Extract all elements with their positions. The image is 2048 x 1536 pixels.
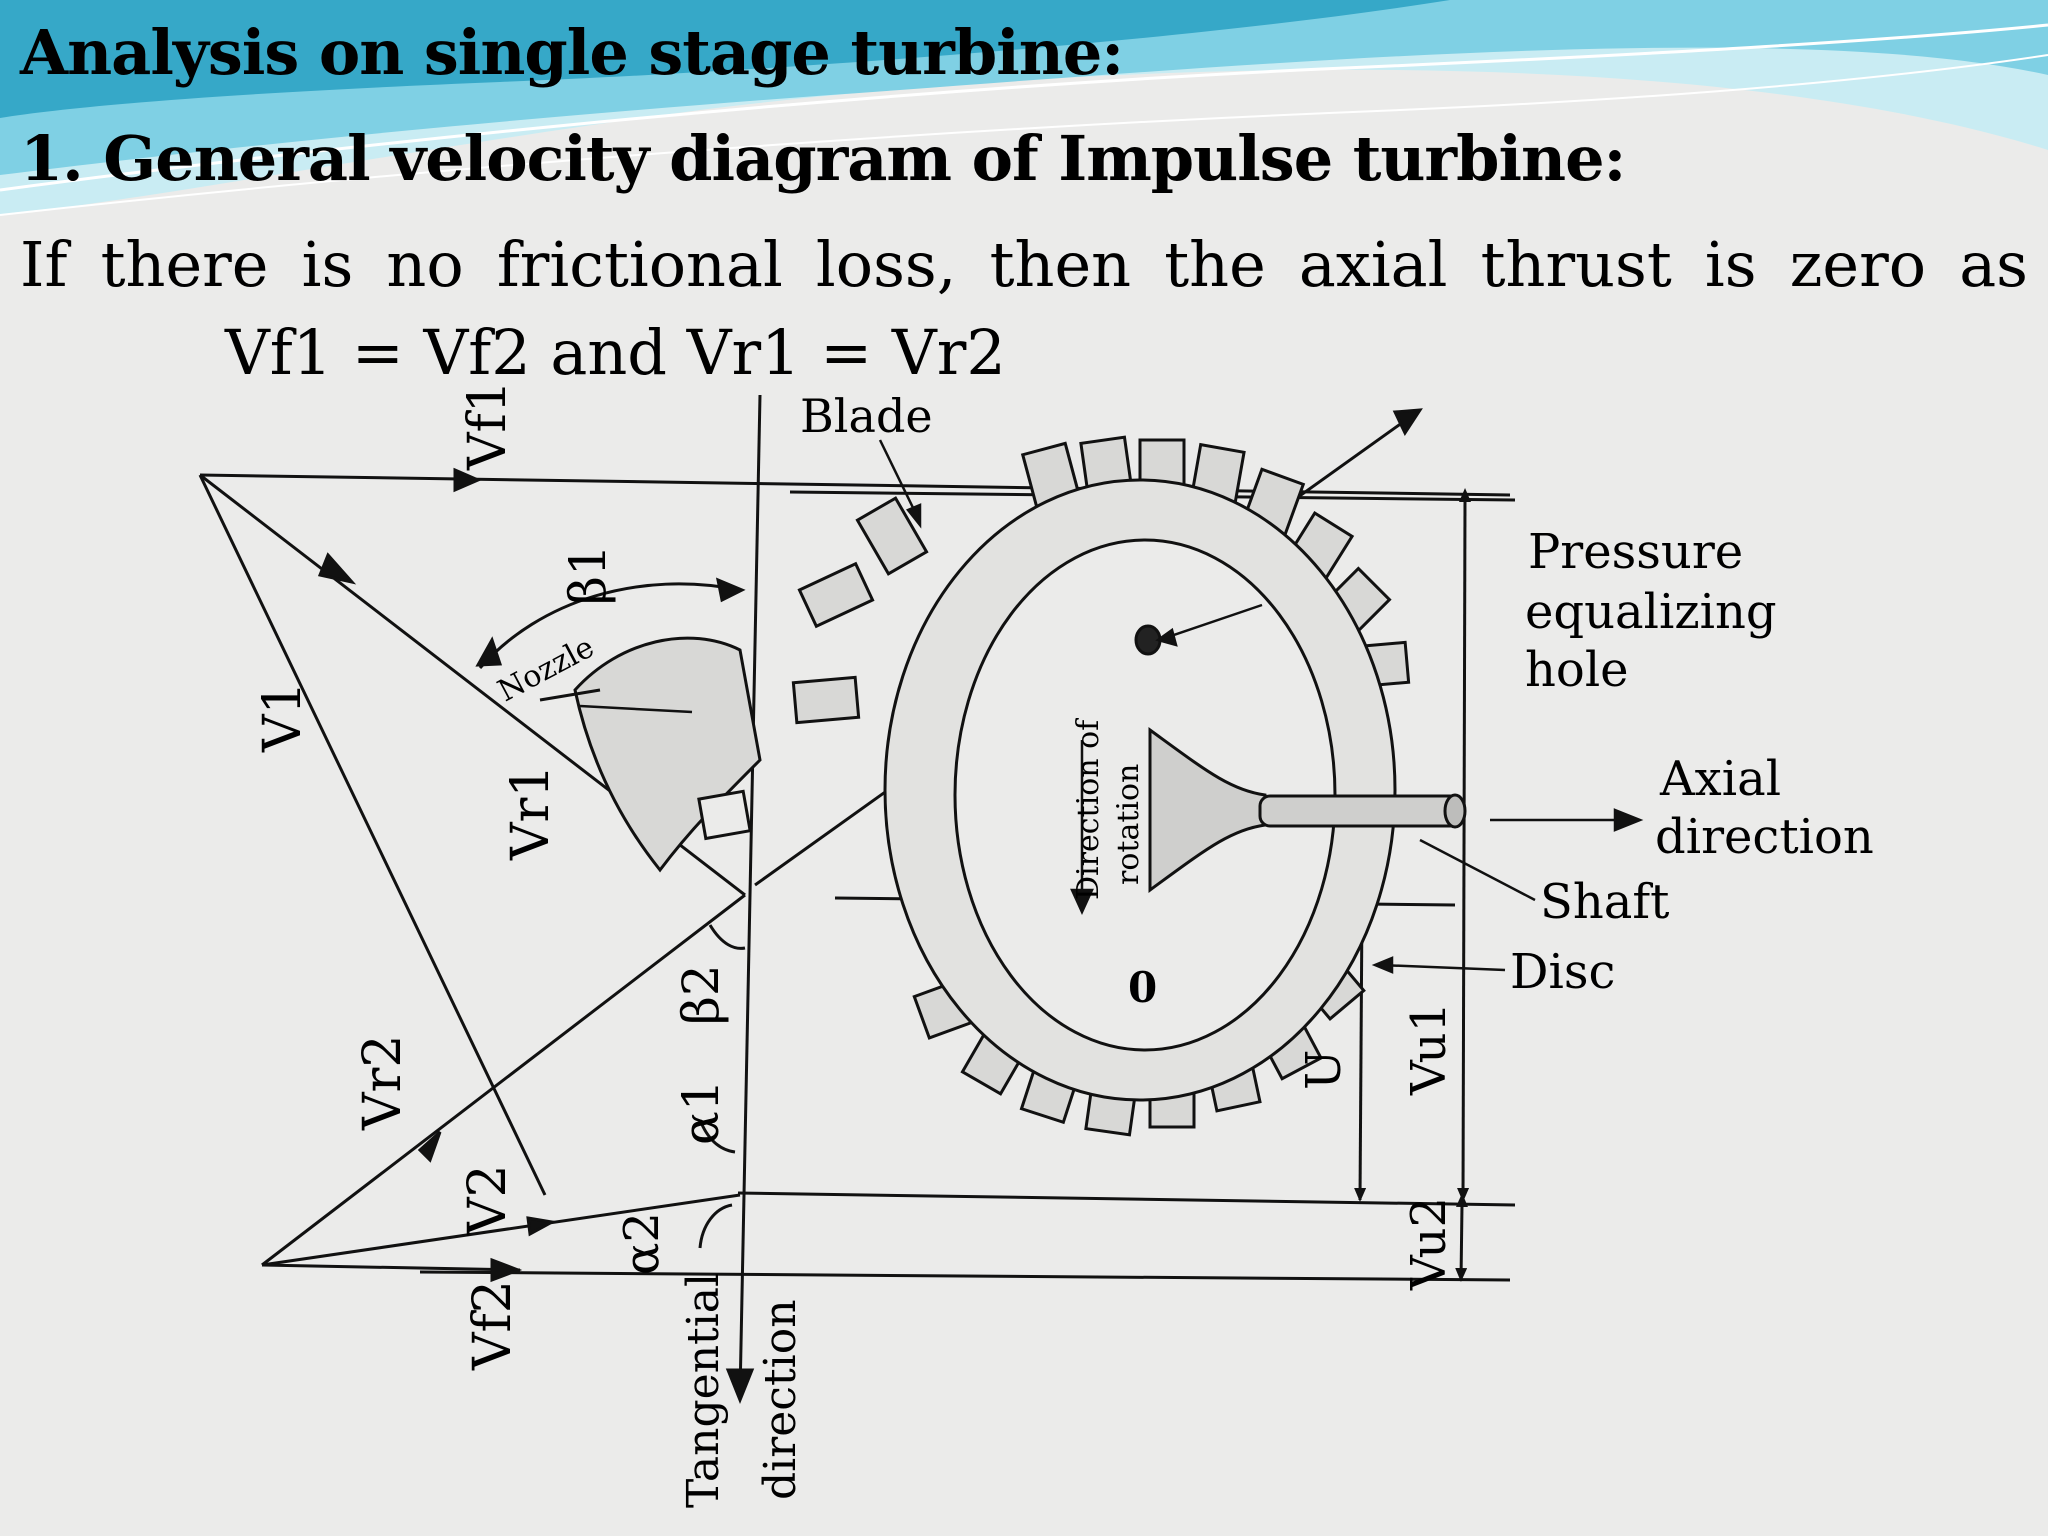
- v2-line: [261, 1193, 741, 1267]
- v1-arrowhead: [317, 552, 357, 585]
- beta1-arc-arrow-right: [715, 577, 746, 603]
- vf2-arrowhead: [490, 1257, 523, 1283]
- alpha2-label: α2: [614, 1212, 670, 1275]
- v2-label: V2: [458, 1164, 518, 1236]
- vu1-dim: [1457, 488, 1471, 1202]
- blade-pointer: [878, 439, 920, 519]
- wave-band-dark: [0, 0, 1450, 118]
- shaft: [1258, 794, 1462, 828]
- outlet-velocity-triangle: [261, 893, 746, 1283]
- vr2-label: Vr2: [353, 1035, 413, 1132]
- vu2-label: Vu2: [1401, 1197, 1457, 1291]
- alpha1-arc: [698, 1119, 736, 1154]
- tangential-axis: [738, 394, 762, 1396]
- slide-heading: Analysis on single stage turbine:: [20, 16, 1124, 89]
- vf1-label: Vf1: [458, 380, 518, 471]
- alpha1-label: α1: [672, 1079, 730, 1145]
- v2-arrowhead: [526, 1216, 557, 1237]
- vr2-line: [261, 893, 746, 1267]
- vf1-arrowhead: [453, 467, 482, 493]
- direction-label: direction: [1655, 809, 1874, 865]
- tangential-label-2: direction: [755, 1299, 806, 1500]
- tangential-axis-arrowhead: [725, 1368, 755, 1405]
- shaft-pointer: [1419, 838, 1536, 902]
- beta1-arc-arrow-left: [475, 636, 503, 667]
- exit-arrowhead: [1392, 408, 1423, 437]
- wave-line-white-2: [0, 54, 2048, 216]
- rotation-label-1: Direction of: [1071, 718, 1106, 900]
- turbine-wheel: [791, 435, 1467, 1137]
- vr1-label: Vr1: [501, 765, 561, 862]
- vf2-label: Vf2: [463, 1280, 523, 1371]
- pressure-label: Pressure: [1528, 524, 1743, 580]
- blade-label: Blade: [800, 389, 933, 443]
- rotation-label-2: rotation: [1111, 764, 1146, 885]
- pointer-lines: [579, 439, 1644, 974]
- wave-line-white: [0, 23, 2048, 192]
- vf2-line: [419, 1270, 1511, 1282]
- body-line-2: Vf1 = Vf2 and Vr1 = Vr2: [225, 316, 1006, 389]
- nozzle: [539, 636, 762, 873]
- hole-label: hole: [1525, 642, 1629, 698]
- v1-label: V1: [253, 681, 313, 753]
- vf2-base-line: [261, 1263, 521, 1272]
- alpha2-arc: [698, 1203, 733, 1249]
- shaft-label: Shaft: [1540, 874, 1669, 930]
- disc-label: Disc: [1510, 944, 1615, 1000]
- body-line-1: If there is no frictional loss, then the…: [20, 228, 2028, 301]
- header-wave-decoration: [0, 0, 2048, 216]
- pressure-pointer: [1164, 603, 1263, 640]
- dimension-arrows: [1354, 488, 1471, 1282]
- vu1-label: Vu1: [1401, 1002, 1457, 1096]
- beta2-arc: [708, 924, 746, 950]
- outlet-line: [737, 1191, 1516, 1207]
- vr1-line: [198, 474, 547, 1196]
- u-label: U: [1296, 1050, 1352, 1090]
- axial-label: Axial: [1659, 751, 1781, 807]
- vr2-arrowhead: [417, 1130, 442, 1163]
- beta1-label: β1: [559, 544, 617, 605]
- tangential-label: Tangential: [678, 1273, 729, 1508]
- u-dim: [1354, 893, 1368, 1202]
- vu2-dim: [1455, 1193, 1468, 1282]
- shaft-end: [1443, 793, 1467, 829]
- slide-subheading: 1. General velocity diagram of Impulse t…: [20, 122, 1626, 195]
- disc-pointer: [1379, 963, 1506, 972]
- equalizing-label: equalizing: [1525, 584, 1777, 640]
- beta1-arc: [478, 582, 741, 669]
- nozzle-pointer: [579, 704, 693, 714]
- beta2-label: β2: [672, 964, 730, 1025]
- origin-label: 0: [1128, 963, 1157, 1012]
- figure-labels: Blade Pressure equalizing hole Axial dir…: [253, 380, 1874, 1508]
